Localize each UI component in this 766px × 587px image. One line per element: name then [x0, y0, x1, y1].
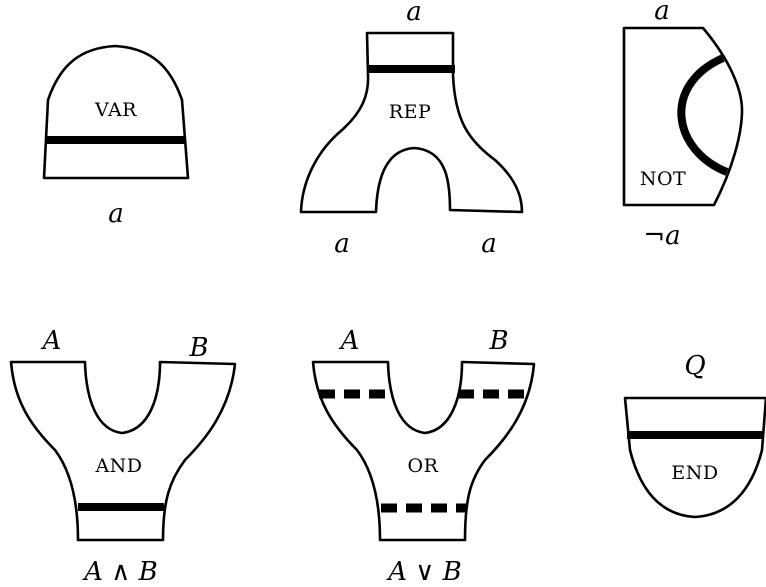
and-input-a-label: A	[41, 326, 62, 356]
rep-gadget: REP a a a	[299, 0, 524, 259]
var-name: VAR	[94, 99, 137, 121]
end-shape	[623, 396, 766, 519]
end-name: END	[671, 462, 718, 484]
rep-output-right-label: a	[481, 229, 497, 259]
not-input-label: a	[654, 0, 670, 26]
or-input-a-label: A	[339, 326, 360, 356]
and-shape	[9, 360, 237, 542]
var-shape	[42, 44, 190, 180]
rep-input-label: a	[406, 0, 422, 27]
or-output-label: A ∨ B	[386, 557, 461, 587]
var-gadget: VAR a	[42, 44, 190, 229]
var-output-label: a	[108, 199, 124, 229]
and-input-b-label: B	[188, 333, 208, 363]
rep-shape	[299, 31, 524, 214]
and-output-label: A ∧ B	[82, 557, 157, 587]
end-gadget: END Q	[623, 351, 766, 519]
rep-name: REP	[389, 101, 431, 123]
and-name: AND	[94, 455, 142, 477]
end-input-label: Q	[684, 351, 705, 381]
rep-output-left-label: a	[334, 229, 350, 259]
or-input-b-label: B	[488, 326, 508, 356]
or-name: OR	[408, 455, 439, 477]
and-gadget: AND A B A ∧ B	[9, 326, 237, 587]
or-gadget: OR A B A ∨ B	[311, 326, 536, 587]
or-shape	[311, 360, 536, 542]
not-bar	[677, 54, 729, 176]
not-output-label: ¬a	[643, 221, 680, 251]
not-name: NOT	[640, 168, 686, 190]
not-gadget: NOT a ¬a	[622, 0, 744, 251]
